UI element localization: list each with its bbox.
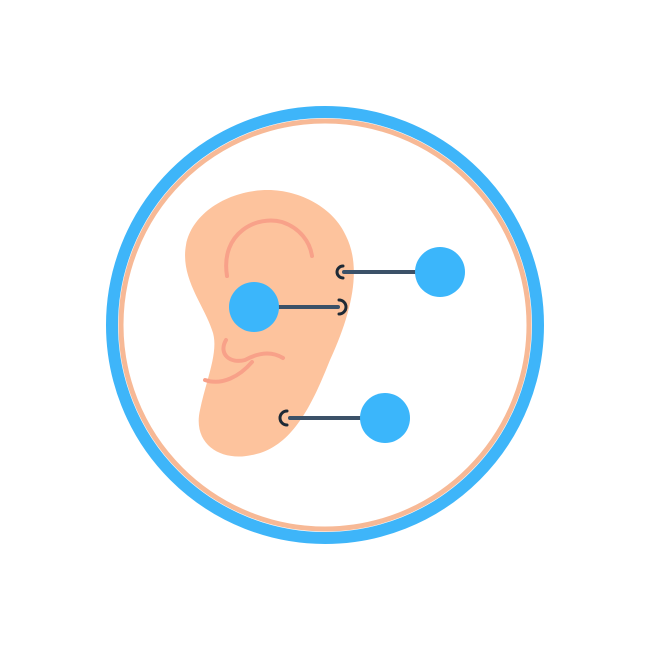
helix-piercing	[335, 247, 465, 297]
inner-ring	[118, 118, 532, 532]
outer-ring	[106, 106, 544, 544]
piercing-ball	[415, 247, 465, 297]
piercing-hoop	[335, 264, 345, 280]
piercing-ball	[229, 282, 279, 332]
piercing-hoop	[337, 298, 348, 316]
ear-lower-curve	[203, 360, 254, 384]
piercing-hoop	[278, 409, 289, 427]
lobe-piercing	[278, 393, 410, 443]
piercing-ball	[360, 393, 410, 443]
ear-helix-curve	[224, 218, 314, 278]
ear-inner-curve	[221, 338, 285, 363]
tragus-piercing	[229, 282, 348, 332]
